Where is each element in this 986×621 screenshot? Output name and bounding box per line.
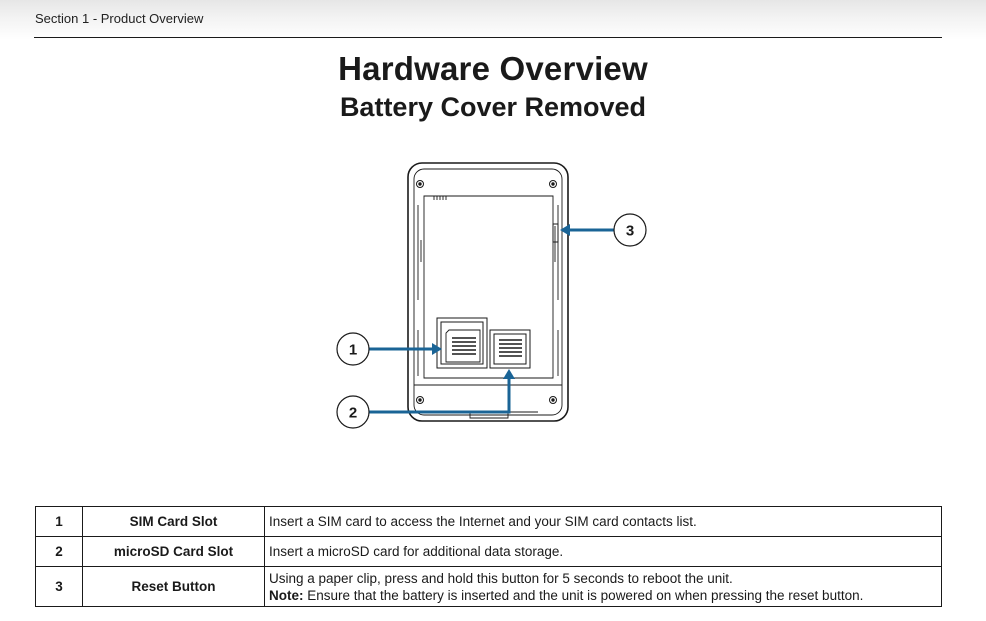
sim-slot-graphic	[436, 317, 488, 369]
component-number: 2	[35, 536, 83, 567]
callout-1-label: 1	[349, 342, 357, 359]
reset-button-graphic	[552, 223, 559, 243]
callout-1: 1	[336, 332, 442, 366]
component-number: 1	[35, 506, 83, 537]
component-name: Reset Button	[82, 566, 265, 607]
component-description-cell: Using a paper clip, press and hold this …	[264, 566, 942, 607]
device-outline	[407, 162, 569, 422]
table-row: 2 microSD Card Slot Insert a microSD car…	[35, 536, 942, 567]
screw-icons	[416, 180, 557, 404]
component-description: Insert a SIM card to access the Internet…	[264, 506, 942, 537]
callout-2: 2	[336, 369, 515, 429]
callout-2-label: 2	[349, 405, 357, 422]
components-table: 1 SIM Card Slot Insert a SIM card to acc…	[35, 506, 942, 607]
header-band	[0, 0, 986, 40]
callout-3: 3	[560, 213, 647, 247]
header-divider	[34, 37, 942, 38]
section-header: Section 1 - Product Overview	[35, 11, 204, 26]
component-description: Using a paper clip, press and hold this …	[269, 570, 733, 586]
table-row: 3 Reset Button Using a paper clip, press…	[35, 566, 942, 607]
component-number: 3	[35, 566, 83, 607]
page-title: Hardware Overview	[338, 50, 648, 87]
note-text: Ensure that the battery is inserted and …	[303, 587, 864, 603]
component-note: Note: Ensure that the battery is inserte…	[269, 587, 937, 604]
component-name: SIM Card Slot	[82, 506, 265, 537]
component-description: Insert a microSD card for additional dat…	[264, 536, 942, 567]
page-subtitle: Battery Cover Removed	[339, 92, 647, 122]
device-diagram: 1 2 3	[336, 162, 647, 429]
callout-3-label: 3	[626, 223, 634, 240]
component-name: microSD Card Slot	[82, 536, 265, 567]
table-row: 1 SIM Card Slot Insert a SIM card to acc…	[35, 506, 942, 537]
microsd-slot-graphic	[489, 329, 531, 369]
note-label: Note:	[269, 587, 304, 603]
